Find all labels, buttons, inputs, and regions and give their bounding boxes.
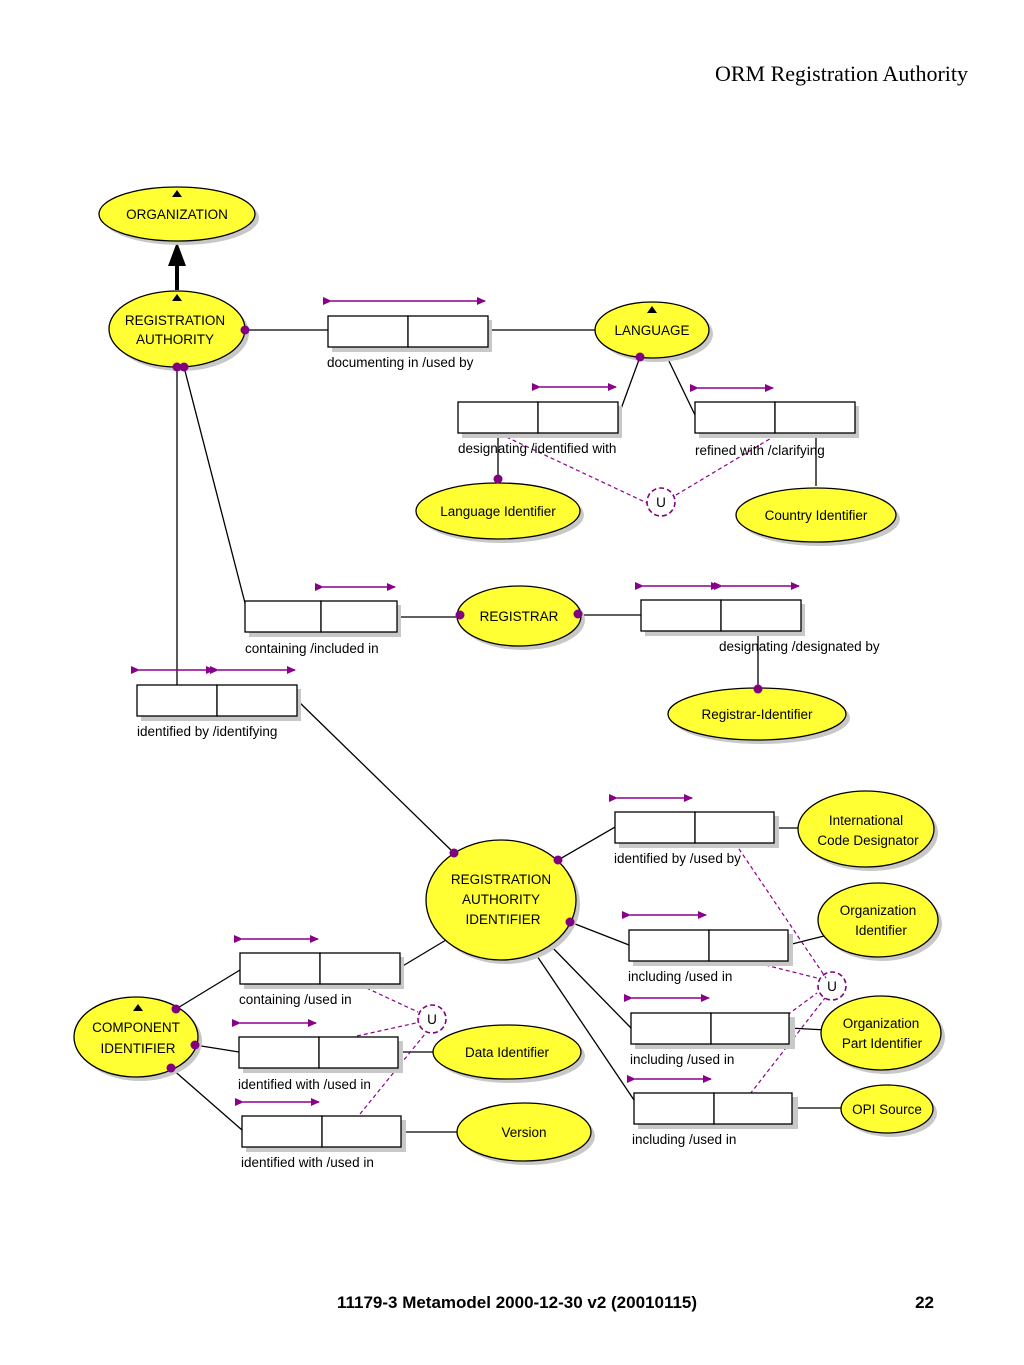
entity-organization-part-identifier: Organization Part Identifier bbox=[820, 995, 945, 1074]
role-label-refined-with: refined with /clarifying bbox=[695, 443, 825, 458]
svg-text:Identifier: Identifier bbox=[855, 923, 907, 938]
uniqueness-constraint-component: U bbox=[417, 1004, 447, 1034]
connector-lines bbox=[170, 329, 843, 1133]
svg-text:IDENTIFIER: IDENTIFIER bbox=[100, 1041, 175, 1056]
fact-including-used-in-2 bbox=[624, 994, 795, 1049]
svg-text:IDENTIFIER: IDENTIFIER bbox=[465, 912, 540, 927]
fact-identified-by-identifying bbox=[131, 666, 301, 721]
entity-registration-authority-identifier: REGISTRATION AUTHORITY IDENTIFIER bbox=[425, 839, 580, 964]
fact-identified-by-used-by bbox=[609, 794, 779, 848]
svg-text:Data Identifier: Data Identifier bbox=[465, 1045, 550, 1060]
fact-containing-included-in bbox=[244, 583, 401, 637]
role-label-identified-with-used-in-1: identified with /used in bbox=[238, 1077, 371, 1092]
mandatory-role-dots bbox=[166, 325, 763, 1073]
footer-document-title: 11179-3 Metamodel 2000-12-30 v2 (2001011… bbox=[336, 1293, 698, 1312]
entity-opi-source: OPI Source bbox=[840, 1084, 937, 1137]
role-label-identified-by-used-by: identified by /used by bbox=[614, 851, 741, 866]
svg-text:Country Identifier: Country Identifier bbox=[765, 508, 868, 523]
svg-text:Code Designator: Code Designator bbox=[817, 833, 919, 848]
footer-page-number: 22 bbox=[915, 1293, 934, 1312]
entity-registrar-identifier: Registrar-Identifier bbox=[667, 687, 850, 744]
entity-registrar: REGISTRAR bbox=[456, 585, 585, 650]
fact-designating-identified-with bbox=[457, 383, 622, 438]
svg-text:Language Identifier: Language Identifier bbox=[440, 504, 556, 519]
svg-text:OPI Source: OPI Source bbox=[852, 1102, 922, 1117]
svg-text:COMPONENT: COMPONENT bbox=[92, 1020, 180, 1035]
fact-identified-with-used-in-1 bbox=[232, 1019, 403, 1073]
entity-language-identifier: Language Identifier bbox=[415, 482, 584, 543]
entity-component-identifier: COMPONENT IDENTIFIER bbox=[73, 996, 202, 1081]
fact-including-used-in-3 bbox=[627, 1075, 798, 1129]
role-label-documenting-in: documenting in /used by bbox=[327, 355, 474, 370]
subtype-arrow bbox=[168, 242, 186, 290]
svg-text:REGISTRATION: REGISTRATION bbox=[125, 313, 225, 328]
role-label-containing-included-in: containing /included in bbox=[245, 641, 379, 656]
entity-organization-identifier: Organization Identifier bbox=[817, 882, 942, 961]
entity-registration-authority: REGISTRATION AUTHORITY bbox=[108, 290, 249, 371]
role-label-designating-designated-by: designating /designated by bbox=[719, 639, 880, 654]
fact-refined-with bbox=[690, 384, 859, 438]
uniqueness-constraint-rai: U bbox=[817, 971, 847, 1001]
svg-text:REGISTRATION: REGISTRATION bbox=[451, 872, 551, 887]
role-label-designating-identified-with: designating /identified with bbox=[458, 441, 616, 456]
svg-text:U: U bbox=[656, 495, 666, 510]
svg-text:ORGANIZATION: ORGANIZATION bbox=[126, 207, 228, 222]
role-label-identified-with-used-in-2: identified with /used in bbox=[241, 1155, 374, 1170]
page-header: ORM Registration Authority bbox=[715, 61, 968, 86]
svg-text:Version: Version bbox=[501, 1125, 546, 1140]
entity-language: LANGUAGE bbox=[594, 301, 713, 362]
svg-text:AUTHORITY: AUTHORITY bbox=[136, 332, 214, 347]
svg-text:Organization: Organization bbox=[843, 1016, 920, 1031]
role-label-including-used-in-1: including /used in bbox=[628, 969, 732, 984]
fact-designating-designated-by bbox=[635, 582, 805, 636]
svg-text:Part Identifier: Part Identifier bbox=[842, 1036, 923, 1051]
fact-containing-used-in bbox=[234, 935, 404, 989]
entity-data-identifier: Data Identifier bbox=[432, 1024, 585, 1083]
entity-country-identifier: Country Identifier bbox=[735, 487, 900, 546]
fact-documenting-in bbox=[323, 297, 492, 352]
entity-international-code-designator: International Code Designator bbox=[797, 790, 938, 871]
svg-text:LANGUAGE: LANGUAGE bbox=[614, 323, 689, 338]
svg-text:International: International bbox=[829, 813, 903, 828]
svg-text:Registrar-Identifier: Registrar-Identifier bbox=[701, 707, 813, 722]
fact-including-used-in-1 bbox=[622, 911, 793, 966]
entity-version: Version bbox=[456, 1102, 595, 1165]
entity-organization: ORGANIZATION bbox=[98, 186, 259, 245]
svg-text:U: U bbox=[427, 1012, 437, 1027]
role-label-including-used-in-3: including /used in bbox=[632, 1132, 736, 1147]
svg-text:REGISTRAR: REGISTRAR bbox=[480, 609, 559, 624]
fact-identified-with-used-in-2 bbox=[235, 1098, 406, 1152]
role-label-including-used-in-2: including /used in bbox=[630, 1052, 734, 1067]
role-label-containing-used-in: containing /used in bbox=[239, 992, 352, 1007]
svg-text:U: U bbox=[827, 979, 837, 994]
svg-text:Organization: Organization bbox=[840, 903, 917, 918]
uniqueness-constraint-language: U bbox=[646, 487, 676, 517]
role-label-identified-by-identifying: identified by /identifying bbox=[137, 724, 277, 739]
svg-text:AUTHORITY: AUTHORITY bbox=[462, 892, 540, 907]
